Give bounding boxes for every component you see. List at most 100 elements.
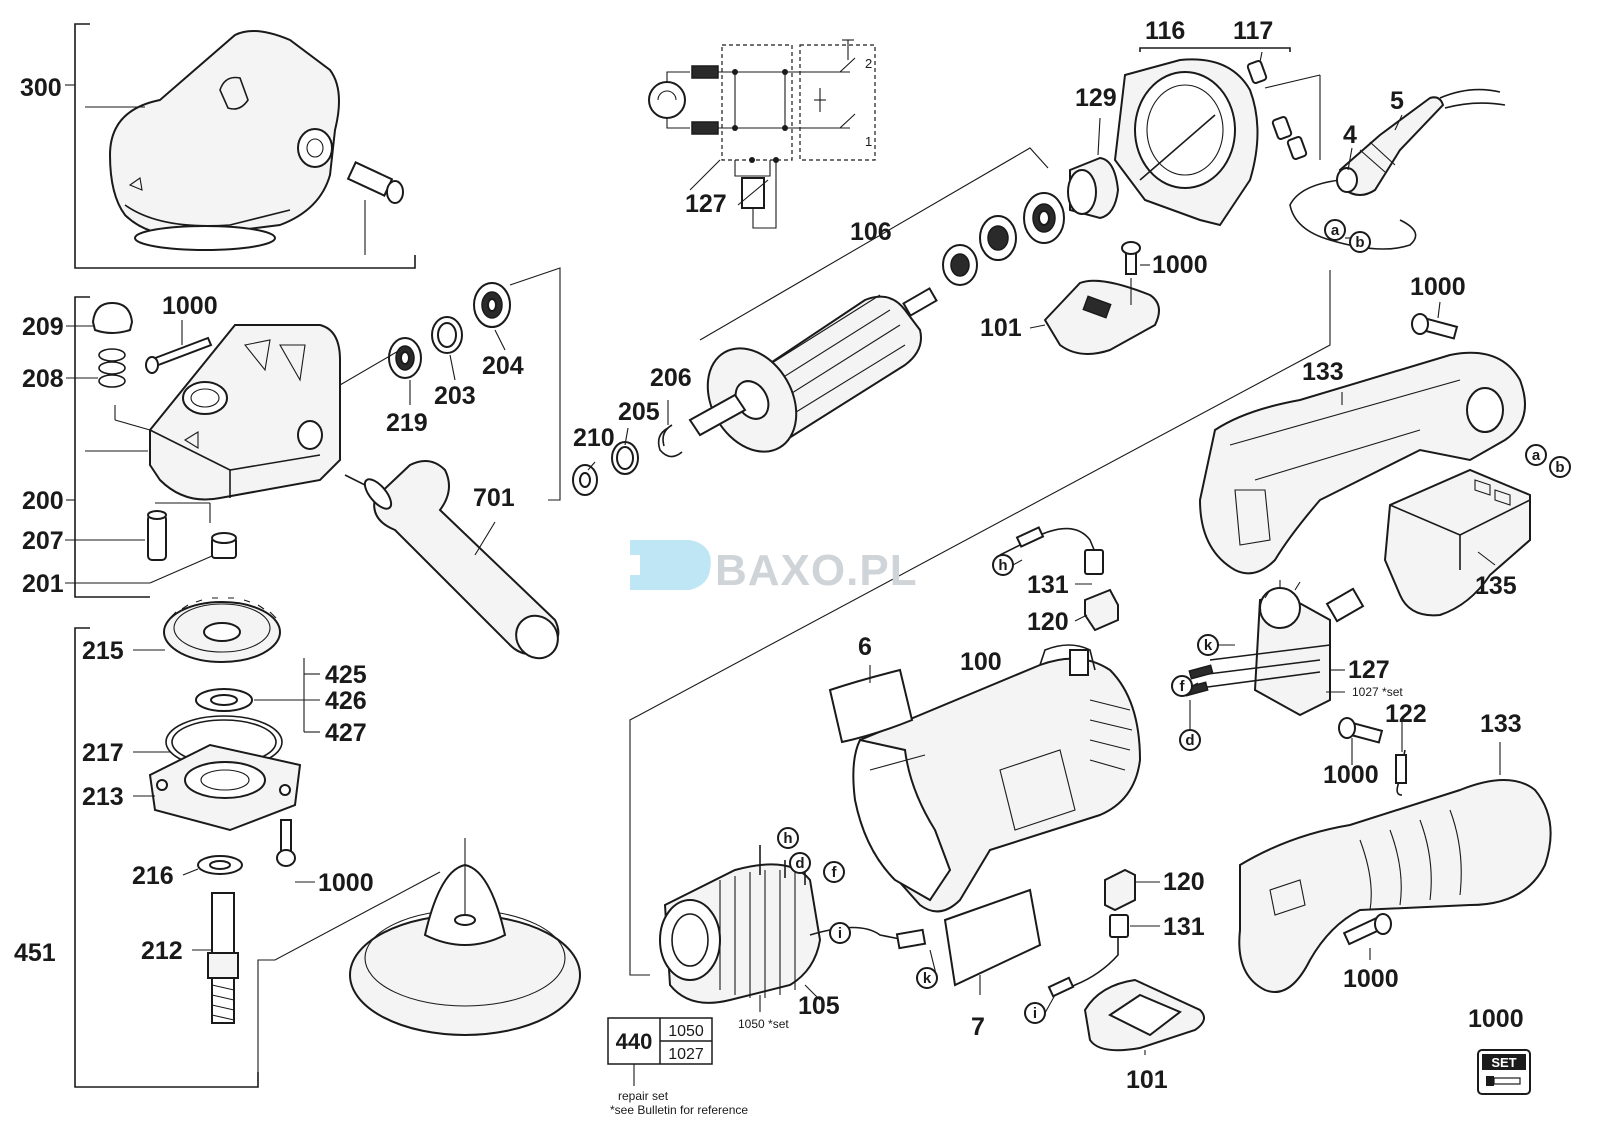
schematic-pin-1: 1 [865, 134, 872, 149]
part-117-pins [1246, 60, 1308, 160]
letter-k-2: k [923, 970, 932, 987]
note-1027-set: 1027 *set [1352, 685, 1403, 699]
repair-box-bottom: 1027 [668, 1046, 704, 1063]
label-1000-b: 1000 [318, 869, 374, 897]
leader-lines [66, 51, 1501, 1055]
screw-1000e [1338, 717, 1384, 744]
part-207-pin [147, 510, 167, 561]
part-4-cord-clamp [1289, 167, 1417, 250]
screw-1000a [145, 336, 213, 374]
part-6-label [828, 668, 914, 744]
label-209: 209 [22, 313, 64, 341]
label-127-a: 127 [685, 190, 727, 218]
letter-h-2: h [783, 830, 792, 847]
repair-box-top: 1050 [668, 1023, 704, 1040]
part-101-cover-top [1043, 278, 1160, 355]
part-101-cover-bottom [1083, 978, 1205, 1052]
note-bulletin: *see Bulletin for reference [610, 1103, 748, 1117]
label-133-b: 133 [1480, 710, 1522, 738]
part-120-holder-lower [1104, 868, 1136, 912]
part-133-handle-half-upper [1198, 351, 1526, 575]
label-1000-e: 1000 [1323, 761, 1379, 789]
part-number-labels: 300 209 1000 208 200 207 201 215 425 426… [14, 17, 1524, 1094]
label-122: 122 [1385, 700, 1427, 728]
part-215-gear [163, 597, 281, 663]
part-201-bushing [211, 532, 237, 559]
screw-300 [346, 161, 404, 204]
label-117: 117 [1233, 17, 1273, 45]
note-repair-set: repair set [618, 1089, 669, 1103]
screw-1000b [276, 819, 296, 867]
part-701-side-handle [344, 460, 560, 660]
part-106-armature [688, 287, 938, 453]
set-icon-text: SET [1491, 1055, 1516, 1070]
label-206: 206 [650, 364, 692, 392]
label-7: 7 [971, 1013, 985, 1041]
part-122-cable-clip [1395, 749, 1407, 796]
label-451: 451 [14, 939, 56, 967]
label-131-b: 131 [1163, 913, 1205, 941]
label-212: 212 [141, 937, 183, 965]
letter-i-1: i [838, 925, 842, 942]
label-200: 200 [22, 487, 64, 515]
part-426-washer [195, 688, 253, 712]
letter-i-2: i [1033, 1005, 1037, 1022]
label-216: 216 [132, 862, 174, 890]
part-7-label [943, 888, 1042, 987]
armature-bearings [942, 192, 1065, 286]
part-204-bearing [473, 282, 511, 328]
part-127-brush-holder [1183, 580, 1365, 717]
label-201: 201 [22, 570, 64, 598]
repair-box-main: 440 [616, 1029, 653, 1054]
label-217: 217 [82, 739, 124, 767]
part-219-bearing [388, 337, 422, 379]
label-215: 215 [82, 637, 124, 665]
label-300: 300 [20, 74, 62, 102]
label-135: 135 [1475, 572, 1517, 600]
letter-f-2: f [832, 864, 838, 881]
letter-b-2: b [1555, 459, 1564, 476]
part-203-ring [431, 316, 463, 354]
part-216-washer [197, 855, 243, 875]
repair-set-box: 440 1050 1027 [607, 1017, 713, 1086]
label-219: 219 [386, 409, 428, 437]
letter-f-1: f [1180, 678, 1186, 695]
label-208: 208 [22, 365, 64, 393]
label-205: 205 [618, 398, 660, 426]
bracket-300 [74, 23, 416, 269]
part-205-washer [611, 441, 639, 475]
label-120-b: 120 [1163, 868, 1205, 896]
label-131-a: 131 [1027, 571, 1069, 599]
letter-a-1: a [1331, 222, 1340, 239]
set-icon: SET [1477, 1049, 1531, 1095]
part-206-circlip [657, 424, 683, 458]
label-701: 701 [473, 484, 515, 512]
label-213: 213 [82, 783, 124, 811]
label-4: 4 [1343, 121, 1357, 149]
part-105-stator [659, 845, 822, 1004]
part-131-connector-upper [999, 526, 1104, 575]
letter-h-1: h [998, 557, 1007, 574]
label-1000-d: 1000 [1410, 273, 1466, 301]
part-135-switch [1383, 468, 1531, 617]
wiring-schematic: 2 1 [648, 39, 876, 229]
label-1000-a: 1000 [162, 292, 218, 320]
part-5-cord-guard [1338, 88, 1506, 196]
screw-1000f [1342, 913, 1392, 946]
part-131-connector-lower [1047, 914, 1129, 998]
bracket-451 [74, 627, 259, 1088]
part-212-spindle [207, 892, 239, 1024]
part-129-sleeve [1067, 156, 1120, 220]
letter-d-2: d [795, 855, 804, 872]
label-427: 427 [325, 719, 367, 747]
schematic-pin-2: 2 [865, 56, 872, 71]
label-5: 5 [1390, 87, 1404, 115]
label-100: 100 [960, 648, 1002, 676]
note-1050-set: 1050 *set [738, 1017, 789, 1031]
part-133-handle-half-lower [1238, 779, 1552, 993]
part-209-cap [91, 301, 134, 334]
label-1000-g: 1000 [1468, 1005, 1524, 1033]
part-100-motor-housing [852, 644, 1142, 913]
label-116: 116 [1145, 17, 1185, 45]
